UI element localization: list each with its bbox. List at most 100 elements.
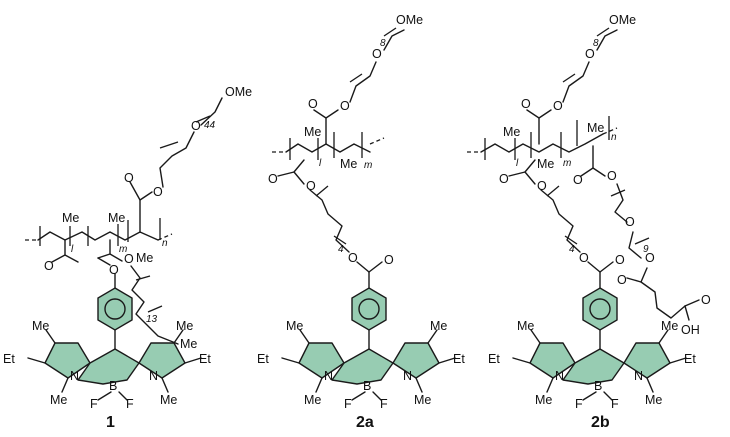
- me-backbone-1b: Me: [108, 211, 125, 225]
- atom-O-carbonyl-2b-b: O: [499, 172, 509, 186]
- phenyl-ring-1: [97, 287, 133, 331]
- me-backbone-2b-b: Me: [537, 157, 554, 171]
- et-left: Et: [488, 352, 500, 366]
- atom-B: B: [594, 379, 602, 393]
- atom-N-right: N: [149, 369, 158, 383]
- bodipy-core-1: N N B F F Me Me Et Et Me Me: [3, 319, 211, 411]
- atom-O-carbonyl-2a-c: O: [308, 97, 318, 111]
- atom-N-left: N: [70, 369, 79, 383]
- me-upper-left: Me: [32, 319, 49, 333]
- subscript-peg-2b: 8: [593, 38, 599, 49]
- atom-O-peg-2a: O: [372, 47, 382, 61]
- subscript-m-1: m: [119, 244, 127, 255]
- atom-O-carbonyl-1b: O: [124, 171, 134, 185]
- atom-N-right: N: [634, 369, 643, 383]
- me-lower-right: Me: [414, 393, 431, 407]
- me-lower-right: Me: [160, 393, 177, 407]
- atom-O-peg-2b: O: [585, 47, 595, 61]
- atom-O-ester-2b-d: O: [607, 169, 617, 183]
- atom-O-peg2-2b: O: [625, 215, 635, 229]
- subscript-m-2b: m: [563, 158, 571, 169]
- atom-O-ester-2a: O: [348, 251, 358, 265]
- me-backbone-2a-a: Me: [304, 125, 321, 139]
- me-lower-right: Me: [645, 393, 662, 407]
- compound-label-1: 1: [106, 414, 115, 431]
- me-upper-right: Me: [176, 319, 193, 333]
- phenyl-ring-2a: [351, 287, 387, 331]
- me-chain-end-1: Me: [180, 337, 197, 351]
- ome-1: OMe: [225, 85, 252, 99]
- atom-O-aryl: O: [109, 263, 119, 277]
- bodipy-core-2b: N N B F F Me Me Et Et Me Me: [488, 319, 696, 411]
- atom-B: B: [363, 379, 371, 393]
- bodipy-core-2a: N N B F F Me Me Et Et Me Me: [257, 319, 465, 411]
- atom-O-ester-2b: O: [579, 251, 589, 265]
- subscript-peg2-2b: 9: [643, 244, 649, 255]
- me-lower-left: Me: [535, 393, 552, 407]
- me-backbone-2b-a: Me: [503, 125, 520, 139]
- et-right: Et: [453, 352, 465, 366]
- atom-O-ester-1: O: [124, 252, 134, 266]
- me-lower-left: Me: [50, 393, 67, 407]
- atom-F-right: F: [126, 397, 134, 411]
- atom-O-carbonyl-2b-e: O: [617, 273, 627, 287]
- atom-N-left: N: [324, 369, 333, 383]
- subscript-m-2a: m: [364, 160, 372, 171]
- compound-label-2a: 2a: [356, 414, 374, 431]
- me-backbone-2b-c: Me: [587, 121, 604, 135]
- me-upper-left: Me: [517, 319, 534, 333]
- atom-F-left: F: [575, 397, 583, 411]
- ome-2a: OMe: [396, 13, 423, 27]
- subscript-l-2a: l: [319, 158, 322, 169]
- atom-O-carbonyl-2b-d: O: [573, 173, 583, 187]
- atom-O-carbonyl-2a: O: [384, 253, 394, 267]
- atom-O-carbonyl-2b: O: [615, 253, 625, 267]
- me-backbone-1c: Me: [136, 251, 153, 265]
- et-right: Et: [684, 352, 696, 366]
- atom-O-ester-2b-c: O: [553, 99, 563, 113]
- atom-N-right: N: [403, 369, 412, 383]
- atom-O-ester-2b-b: O: [537, 179, 547, 193]
- compound-label-2b: 2b: [591, 414, 610, 431]
- et-left: Et: [3, 352, 15, 366]
- compound-1: N N B F F Me Me Et Et Me Me O l m: [3, 85, 252, 431]
- atom-F-right: F: [380, 397, 388, 411]
- atom-O-ester-2b-e: O: [645, 251, 655, 265]
- phenyl-ring-2b: [582, 287, 618, 331]
- atom-O-carbonyl-2b-c: O: [521, 97, 531, 111]
- subscript-peg-2a: 8: [380, 38, 386, 49]
- subscript-n-2b: n: [611, 132, 617, 143]
- atom-O-carbonyl-2a-b: O: [268, 172, 278, 186]
- atom-B: B: [109, 379, 117, 393]
- atom-O-carbonyl-1: O: [44, 259, 54, 273]
- atom-F-right: F: [611, 397, 619, 411]
- me-upper-right: Me: [661, 319, 678, 333]
- compound-2b: N N B F F Me Me Et Et Me Me O O 4 O O: [467, 13, 711, 431]
- subscript-l-2b: l: [516, 158, 519, 169]
- me-lower-left: Me: [304, 393, 321, 407]
- atom-O-ester-1b: O: [153, 185, 163, 199]
- me-backbone-2a-b: Me: [340, 157, 357, 171]
- et-right: Et: [199, 352, 211, 366]
- subscript-l-1: l: [71, 244, 74, 255]
- subscript-chain-2a: 4: [338, 244, 344, 255]
- atom-O-ester-2a-c: O: [340, 99, 350, 113]
- subscript-chain-1: 13: [146, 314, 158, 325]
- atom-O-ester-2a-b: O: [306, 179, 316, 193]
- subscript-chain-2b: 4: [569, 244, 575, 255]
- atom-O-acid-2b: O: [701, 293, 711, 307]
- me-upper-left: Me: [286, 319, 303, 333]
- subscript-peg-1: 44: [204, 120, 216, 131]
- subscript-n-1: n: [162, 238, 168, 249]
- atom-F-left: F: [90, 397, 98, 411]
- et-left: Et: [257, 352, 269, 366]
- compound-2a: N N B F F Me Me Et Et Me Me O O 4 O O: [257, 13, 465, 431]
- atom-O-peg-1: O: [191, 119, 201, 133]
- ome-2b: OMe: [609, 13, 636, 27]
- atom-F-left: F: [344, 397, 352, 411]
- atom-N-left: N: [555, 369, 564, 383]
- oh-2b: OH: [681, 323, 700, 337]
- me-backbone-1a: Me: [62, 211, 79, 225]
- me-upper-right: Me: [430, 319, 447, 333]
